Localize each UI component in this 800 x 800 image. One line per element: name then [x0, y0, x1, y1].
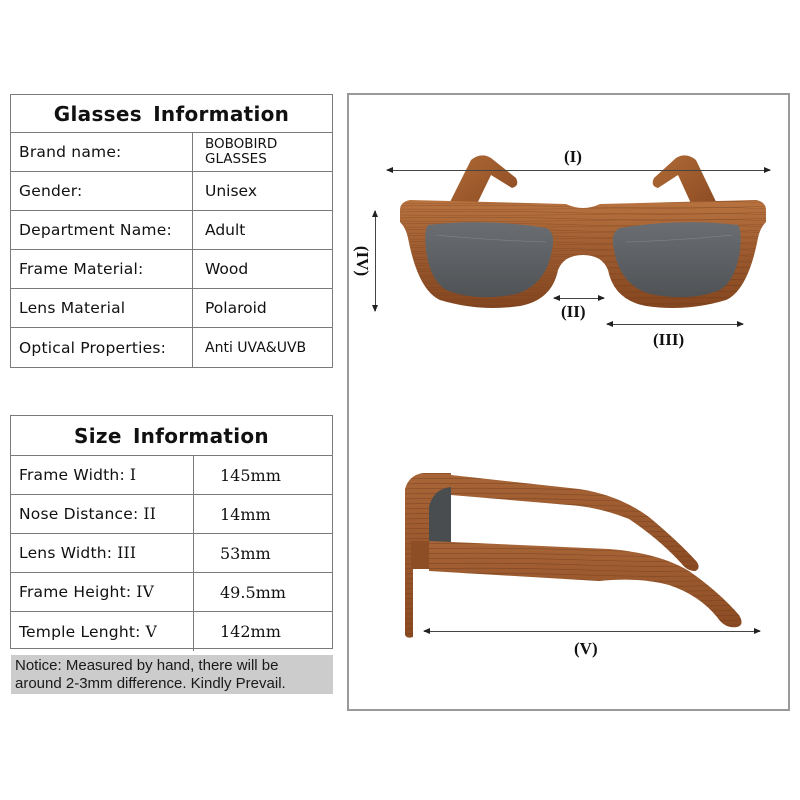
temple-length-label: Temple Lenght:V: [11, 612, 194, 651]
frame-width-value: 145mm: [220, 465, 281, 485]
table-row-gender: Gender: Unisex: [11, 172, 332, 211]
frame-height-label-text: Frame Height:: [19, 583, 132, 601]
optical-properties-label: Optical Properties:: [11, 328, 193, 367]
frame-material-value: Wood: [205, 260, 249, 278]
table-row-frame-width: Frame Width:I 145mm: [11, 456, 332, 495]
sunglasses-side-view-image: [405, 473, 742, 638]
lens-width-value: 53mm: [220, 543, 271, 563]
dimension-arrow-iv: [372, 210, 378, 312]
frame-height-label: Frame Height:IV: [11, 573, 194, 611]
brand-value-line1: BOBOBIRD: [205, 136, 278, 152]
nose-distance-label: Nose Distance:II: [11, 495, 194, 533]
frame-width-label-text: Frame Width:: [19, 466, 125, 484]
nose-distance-value: 14mm: [220, 504, 271, 524]
nose-distance-label-text: Nose Distance:: [19, 505, 139, 523]
frame-height-value: 49.5mm: [220, 582, 286, 602]
table-row-brand: Brand name: BOBOBIRD GLASSES: [11, 133, 332, 172]
lens-material-value: Polaroid: [205, 299, 267, 317]
table-row-frame-height: Frame Height:IV 49.5mm: [11, 573, 332, 612]
frame-material-label: Frame Material:: [11, 250, 193, 288]
dimension-arrow-i: [386, 167, 771, 173]
sunglasses-front-view-image: [400, 155, 766, 308]
frame-width-label: Frame Width:I: [11, 456, 194, 494]
gender-label: Gender:: [11, 172, 193, 210]
dimension-label-iv: (IV): [353, 245, 373, 277]
table-row-lens-width: Lens Width:III 53mm: [11, 534, 332, 573]
dimension-label-iii: (III): [653, 330, 685, 349]
nose-distance-roman: II: [143, 505, 157, 523]
department-value: Adult: [205, 221, 246, 239]
table-row-frame-material: Frame Material: Wood: [11, 250, 332, 289]
dimension-arrow-ii: [553, 295, 605, 301]
frame-width-roman: I: [129, 466, 137, 484]
dimension-label-i: (I): [564, 147, 582, 166]
table-row-department: Department Name: Adult: [11, 211, 332, 250]
lens-material-label: Lens Material: [11, 289, 193, 327]
lens-width-roman: III: [117, 544, 137, 562]
temple-length-value: 142mm: [220, 622, 281, 641]
notice-line-2: around 2-3mm difference. Kindly Prevail.: [15, 675, 286, 692]
dimension-arrow-iii: [606, 321, 744, 327]
dimension-label-v: (V): [574, 639, 598, 658]
lens-width-label: Lens Width:III: [11, 534, 194, 572]
lens-width-label-text: Lens Width:: [19, 544, 113, 562]
table-row-lens-material: Lens Material Polaroid: [11, 289, 332, 328]
optical-properties-value: Anti UVA&UVB: [205, 339, 307, 356]
frame-height-roman: IV: [136, 583, 154, 601]
glasses-diagram-panel: (I) (IV) (II) (III) (V): [347, 93, 790, 711]
table-row-optical: Optical Properties: Anti UVA&UVB: [11, 328, 332, 367]
temple-length-label-text: Temple Lenght:: [19, 622, 141, 641]
brand-value-line2: GLASSES: [205, 151, 267, 167]
brand-value: BOBOBIRD GLASSES: [193, 133, 332, 171]
brand-label: Brand name:: [11, 133, 193, 171]
table-row-temple-length: Temple Lenght:V 142mm: [11, 612, 332, 651]
dimension-arrow-v: [423, 628, 761, 634]
notice-line-1: Notice: Measured by hand, there will be: [15, 657, 279, 674]
table-row-nose-distance: Nose Distance:II 14mm: [11, 495, 332, 534]
glasses-information-table: Glasses Information Brand name: BOBOBIRD…: [10, 94, 333, 368]
size-information-table: Size Information Frame Width:I 145mm Nos…: [10, 415, 333, 651]
department-label: Department Name:: [11, 211, 193, 249]
measurement-notice: Notice: Measured by hand, there will be …: [11, 655, 333, 694]
size-information-title: Size Information: [11, 416, 332, 456]
glasses-information-title: Glasses Information: [11, 95, 332, 133]
dimension-label-ii: (II): [561, 302, 586, 321]
temple-length-roman: V: [145, 622, 157, 641]
gender-value: Unisex: [205, 182, 257, 200]
